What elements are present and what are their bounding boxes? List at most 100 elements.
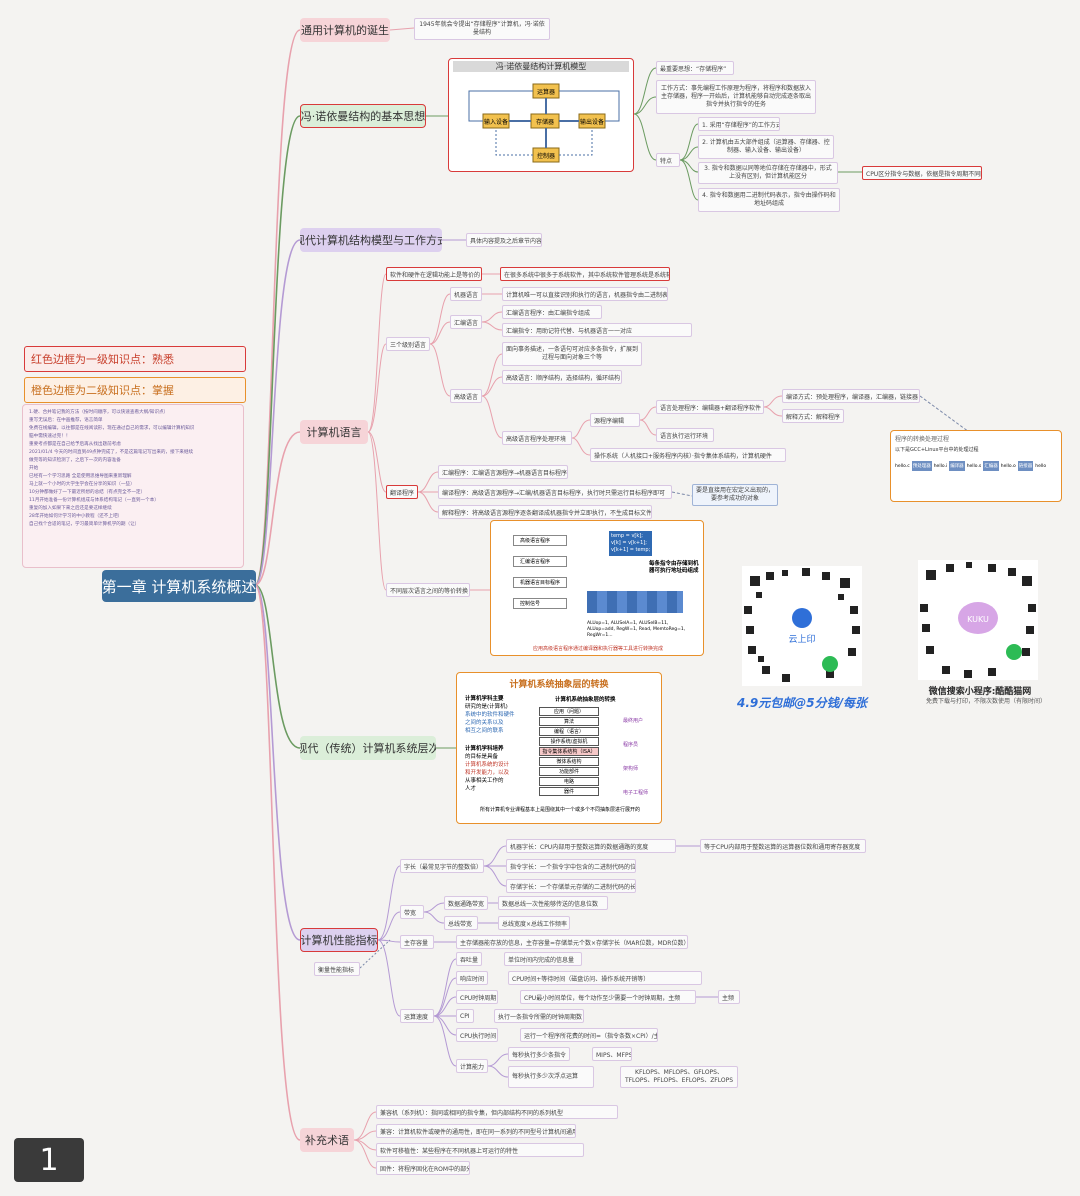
trans-note: 要是直接用在宏定义出现的，要参考成功的对象 xyxy=(692,484,778,506)
von-neumann-diagram-title: 冯·诺依曼结构计算机模型 xyxy=(453,61,629,72)
vn-feature-4: 4. 指令和数据用二进制代码表示，指令由操作码和地址码组成 xyxy=(698,188,840,212)
perf-response-desc: CPU时间+等待时间（磁盘访问、操作系统开销等） xyxy=(508,971,702,985)
note-line: 2021/01/4 今天的时间直到49点钟完成了，不是这篇笔记写出来的，接下来继… xyxy=(29,450,194,455)
note-line: 开始 xyxy=(29,466,39,471)
perf-machine-word: 机器字长：CPU内部用于整数运算的数据通路的宽度 xyxy=(506,839,676,853)
layers-left-a: 计算机学科主要 研究的是(计算机) 系统中的软件和硬件 之间的关系以及 相互之间… xyxy=(465,695,515,735)
perf-flops-units: KFLOPS、MFLOPS、GFLOPS、TFLOPS、PFLOPS、EFLOP… xyxy=(620,1066,738,1088)
equiv-code: temp = v[k]; v[k] = v[k+1]; v[k+1] = tem… xyxy=(609,531,653,556)
root-topic[interactable]: 第一章 计算机系统概述 xyxy=(102,570,256,602)
layer-item: 指令集体系结构（ISA） xyxy=(539,747,599,756)
perf-instruction-word: 指令字长：一个指令字中包含的二进制代码的位数 xyxy=(506,859,636,873)
lang-equivalent-conversion: 不同层次语言之间的等价转换 xyxy=(386,583,470,597)
layers-left-line: 研究的是(计算机) xyxy=(465,704,508,710)
perf-datapath-bw-desc: 数据总线一次性能够传送的信息位数 xyxy=(498,896,608,910)
perf-cpi: CPI xyxy=(456,1009,474,1023)
term-firmware: 固件：将程序固化在ROM中的部分 xyxy=(376,1161,470,1175)
qr-code-kukumao[interactable]: KUKU xyxy=(918,560,1038,680)
layers-footer: 所有计算机专业课程基本上是围绕其中一个或多个不同抽象层进行展开的 xyxy=(479,807,640,813)
term-compatibility: 兼容：计算机软件或硬件的通用性，即在同一系列的不同型号计算机间通用 xyxy=(376,1124,576,1138)
vn-feature-1: 1. 采用“存储程序”的工作方式 xyxy=(698,117,780,131)
topic-computer-language[interactable]: 计算机语言 xyxy=(300,420,368,444)
layers-left-line: 人才 xyxy=(465,786,477,792)
perf-memory-desc: 主存储器能存放的信息，主存容量=存储单元个数×存储字长（MAR位数，MDR位数） xyxy=(456,935,688,949)
note-line: 11月开始准备一份计算机组成与体系结构笔记（一直到一个本） xyxy=(29,498,159,503)
layer-item: 器件 xyxy=(539,787,599,796)
layers-left-line: 的目标是具备 xyxy=(465,754,499,760)
layers-left-line: 系统中的软件和硬件 xyxy=(465,712,515,718)
gcc-step: hello xyxy=(1035,463,1047,469)
layer-item: 功能部件 xyxy=(539,767,599,776)
note-line: 10分钟都做好了一下最近所想的总结（有点完全不一定） xyxy=(29,490,146,495)
gcc-panel-subtitle: 以下是GCC+Linux平台中的处理过程 xyxy=(895,447,979,453)
equiv-step: 汇编语言程序 xyxy=(513,556,568,567)
von-neumann-blocks: 运算器 输入设备 存储器 输出设备 控制器 xyxy=(468,83,620,163)
lang-env-os: 操作系统（人机接口+服务程序内核）·指令集体系结构，计算机硬件 xyxy=(590,448,786,462)
qr-logo-text: 云上印 xyxy=(788,633,815,645)
perf-wordlen: 字长（最常见字节的整数倍） xyxy=(400,859,484,873)
qr-code-yunshangyin[interactable]: 云上印 xyxy=(742,566,862,686)
perf-throughput-desc: 单位时间内完成的信息量 xyxy=(504,952,582,966)
perf-bus-bw-desc: 总线宽度×总线工作频率 xyxy=(498,916,570,930)
perf-cpi-desc: 执行一条指令所需的时钟周期数 xyxy=(494,1009,584,1023)
lang-compile-mode: 编译方式：预处理程序，编译器，汇编器，链接器 xyxy=(782,389,920,403)
topic-computer-birth[interactable]: 通用计算机的诞生 xyxy=(300,18,390,42)
lang-env-source: 源程序编辑 xyxy=(590,413,640,427)
term-compatible-machine: 兼容机（系列机）：指同或相同的指令集，但内部结构不同的系列机型 xyxy=(376,1105,618,1119)
layers-left-line: 计算机学科培养 xyxy=(465,746,504,752)
layers-left-line: 计算机系统的设计 xyxy=(465,762,510,768)
equiv-binary-block xyxy=(587,591,683,613)
topic-modern-structure[interactable]: 现代计算机结构模型与工作方式 xyxy=(300,228,442,252)
perf-mips-desc: 每秒执行多少条指令 xyxy=(508,1047,570,1061)
note-line: 脑中需快速过完！！ xyxy=(29,434,71,439)
term-portability: 软件可移植性：某些程序在不同机器上可运行的特性 xyxy=(376,1143,584,1157)
vn-block-control: 控制器 xyxy=(537,152,555,160)
perf-clock: CPU时钟周期 xyxy=(456,990,498,1004)
gcc-step: 预处理器 xyxy=(911,461,932,471)
lang-machine: 机器语言 xyxy=(450,287,482,301)
legend-orange: 橙色边框为二级知识点：掌握 xyxy=(24,377,246,403)
note-line: 28年开始如何计学习的中小教程（还不上吧） xyxy=(29,514,123,519)
study-notes: 1.硬、合并笔记我的方法（按时间顺序，可以快速查看大纲/知识点） 重写无误后：在… xyxy=(22,404,244,568)
lang-asm-instruction: 汇编指令：用助记符代替、与机器语言一一对应 xyxy=(502,323,692,337)
layers-stack: 应用（问题） 算法 编程（语言） 操作系统/虚拟机 指令集体系结构（ISA） 微… xyxy=(539,707,599,796)
lang-translators: 翻译程序 xyxy=(386,485,418,499)
layer-item: 编程（语言） xyxy=(539,727,599,736)
topic-von-neumann[interactable]: 冯·诺依曼结构的基本思想 xyxy=(300,104,426,128)
equiv-signals: ALUop=1, ALUSelA=1, ALUSelB=11, ALUop=ad… xyxy=(587,621,686,638)
qr-caption-search: 微信搜索小程序:酷酷猫网 xyxy=(928,687,1032,697)
equiv-footer: 应用高级语言程序通过编译器和执行器等工具进行转换完成 xyxy=(532,646,663,652)
perf-memory: 主存容量 xyxy=(400,935,434,949)
layer-role: 电子工程师 xyxy=(623,790,649,796)
perf-bandwidth: 带宽 xyxy=(400,905,424,919)
lang-equivalence-fact: 在很多系统中很多于系统软件，其中系统软件管理系统是系统软件 xyxy=(500,267,670,281)
vn-workflow: 工作方式：事先编程工作原理为程序，将程序和数据放入主存储器，程序一开始后，计算机… xyxy=(656,80,816,114)
layers-roles: 最终用户 程序员 架构师 电子工程师 xyxy=(623,709,648,805)
layer-role: 程序员 xyxy=(623,742,639,748)
note-line: 1.硬、合并笔记我的方法（按时间顺序，可以快速查看大纲/知识点） xyxy=(29,410,169,415)
equiv-step: 机器语言目标程序 xyxy=(513,577,568,588)
perf-compute: 计算能力 xyxy=(456,1059,488,1073)
layer-role: 架构师 xyxy=(623,766,639,772)
topic-performance[interactable]: 计算机性能指标 xyxy=(300,928,378,952)
vn-feature-3: 3. 指令和数据以同等地位存储在存储器中，形式上没有区别，但计算机能区分 xyxy=(698,162,838,184)
vn-block-alu: 运算器 xyxy=(537,88,555,96)
topic-terms[interactable]: 补充术语 xyxy=(300,1128,354,1152)
perf-response: 响应时间 xyxy=(456,971,488,985)
page-number-badge: 1 xyxy=(14,1138,84,1182)
layer-item: 微体系结构 xyxy=(539,757,599,766)
note-line: 重写无误后：在中画推荐，语言简单 xyxy=(29,418,103,423)
layer-item: 应用（问题） xyxy=(539,707,599,716)
lang-equivalence: 软件和硬件在逻辑功能上是等价的 xyxy=(386,267,482,281)
perf-measures: 衡量性能指标 xyxy=(314,962,360,976)
topic-system-layers[interactable]: 现代（传统）计算机系统层次 xyxy=(300,736,436,760)
gcc-step: hello.o xyxy=(1000,463,1016,469)
note-line: 马上就一个小时的大学生学会在分享的知识（一些） xyxy=(29,482,135,487)
von-neumann-diagram: 冯·诺依曼结构计算机模型 运算器 输入设备 存储器 输出设备 控制器 xyxy=(448,58,634,172)
lang-env-runtime: 语言执行运行环境 xyxy=(656,428,714,442)
gcc-step: 编译器 xyxy=(949,461,965,471)
layers-title: 计算机系统抽象层的转换 xyxy=(509,680,609,690)
lang-high-env: 高级语言程序处理环境 xyxy=(502,431,572,445)
layer-item: 操作系统/虚拟机 xyxy=(539,737,599,746)
equiv-step: 控制信号 xyxy=(513,598,568,609)
